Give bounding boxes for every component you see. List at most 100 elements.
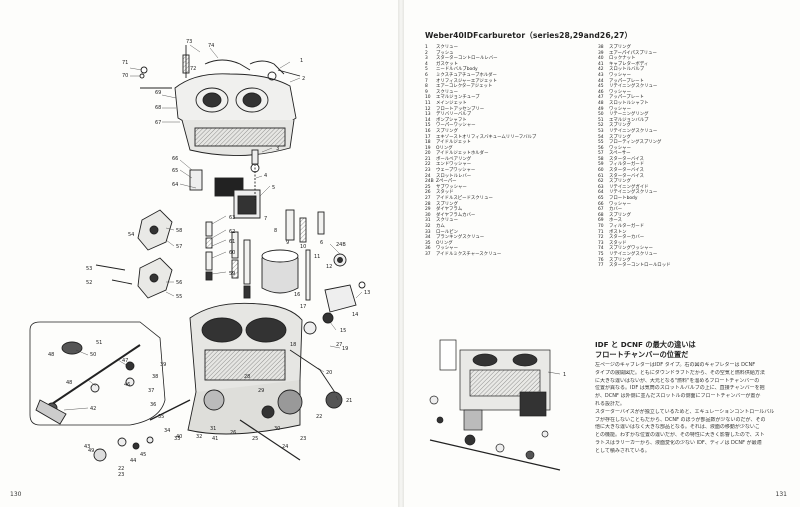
part-name: ダイヤフラム xyxy=(436,207,463,213)
svg-text:32: 32 xyxy=(196,434,202,440)
part-number: 11 xyxy=(425,100,431,106)
part-number: 64 xyxy=(598,190,604,196)
part-name: ロールピン xyxy=(436,229,458,235)
carb-body xyxy=(187,302,303,435)
part-number: 2 xyxy=(425,50,428,56)
part-name: オリフィスジャーエアジェット xyxy=(436,78,497,84)
part-number: 16 xyxy=(425,128,431,134)
svg-text:59: 59 xyxy=(229,271,235,277)
part-name: ブッシュ xyxy=(436,50,454,56)
svg-text:39: 39 xyxy=(160,362,166,368)
throttle-shaft xyxy=(35,341,191,462)
part-name: リテイニングスクリュー xyxy=(609,84,658,90)
svg-text:47: 47 xyxy=(122,358,128,364)
svg-text:12: 12 xyxy=(326,264,332,270)
part-number: 50 xyxy=(598,112,604,118)
diagram-label-group: 73 74 71 70 72 1 2 69 68 67 3 66 65 64 4… xyxy=(48,39,370,478)
body-line: ラトスはラリーカーから、液面変化の少ない IDF、ディノは DCNF が最適 xyxy=(595,439,762,446)
part-name: ボールベアリング xyxy=(436,156,472,162)
svg-text:42: 42 xyxy=(90,406,96,412)
part-number: 1 xyxy=(425,45,428,50)
svg-text:35: 35 xyxy=(158,414,164,420)
part-name: スプリング xyxy=(609,257,631,263)
part-number: 28 xyxy=(425,201,431,207)
svg-text:38: 38 xyxy=(152,374,158,380)
part-name: ワッシャー xyxy=(436,246,458,252)
part-number: 20 xyxy=(425,151,431,157)
svg-text:16: 16 xyxy=(294,292,300,298)
part-name: スペーサー xyxy=(609,151,631,157)
part-name: アイドルジェットホルダー xyxy=(436,151,489,157)
part-name: エキゾーストオリフィスバキュームリリーフバルブ xyxy=(436,134,537,140)
svg-text:6: 6 xyxy=(320,240,323,246)
body-line: ブが存在しないこともだから、DCNF のほうが部品数が少ないのだが、その xyxy=(595,416,766,423)
leader-lines xyxy=(63,44,363,411)
part-name: ダイヤフラムカバー xyxy=(436,212,476,218)
svg-text:43: 43 xyxy=(84,444,90,450)
body-line: タイプの展開図だ。ともにダウンドラフトだから、その空気と燃料供給方法 xyxy=(595,369,765,376)
part-name: ロックナット xyxy=(609,56,636,62)
dcnf-label-1: 1 xyxy=(563,372,566,378)
part-number: 40 xyxy=(598,56,604,62)
part-name: スクリュー xyxy=(436,218,458,224)
part-name: スプリング xyxy=(609,45,631,50)
svg-text:24: 24 xyxy=(282,444,288,450)
part-name: ホース xyxy=(609,218,622,224)
svg-text:22: 22 xyxy=(316,414,322,420)
svg-text:68: 68 xyxy=(155,105,161,111)
svg-text:61: 61 xyxy=(229,239,235,245)
svg-text:72: 72 xyxy=(190,66,196,72)
left-brackets xyxy=(95,209,173,299)
svg-text:49: 49 xyxy=(88,448,94,454)
page-number-right: 131 xyxy=(775,491,787,498)
part-number: 24B xyxy=(425,179,434,185)
svg-text:54: 54 xyxy=(128,232,134,238)
part-name: エンドワッシャー xyxy=(436,162,472,168)
svg-text:53: 53 xyxy=(86,266,92,272)
part-number: 62 xyxy=(598,179,604,185)
part-number: 54 xyxy=(598,134,604,140)
part-number: 6 xyxy=(425,72,428,78)
section-heading: IDF と DCNF の最大の違いはフロートチャンバーの位置だ xyxy=(595,340,696,360)
svg-text:17: 17 xyxy=(300,304,306,310)
svg-text:57: 57 xyxy=(176,244,182,250)
part-number: 57 xyxy=(598,151,604,157)
part-name: ブランキングスクリュー xyxy=(436,235,485,241)
svg-text:22: 22 xyxy=(118,466,124,472)
part-name: ワッシャー xyxy=(609,89,631,95)
part-number: 29 xyxy=(425,207,431,213)
part-number: 55 xyxy=(598,140,604,146)
part-name: Oリング xyxy=(436,145,453,151)
page-number-left: 130 xyxy=(10,491,22,498)
parts-list-item: 57 スペーサー xyxy=(598,151,670,157)
part-number: 63 xyxy=(598,184,604,190)
svg-text:44: 44 xyxy=(130,458,136,464)
part-number: 49 xyxy=(598,106,604,112)
part-name: ワッシャー xyxy=(609,72,631,78)
